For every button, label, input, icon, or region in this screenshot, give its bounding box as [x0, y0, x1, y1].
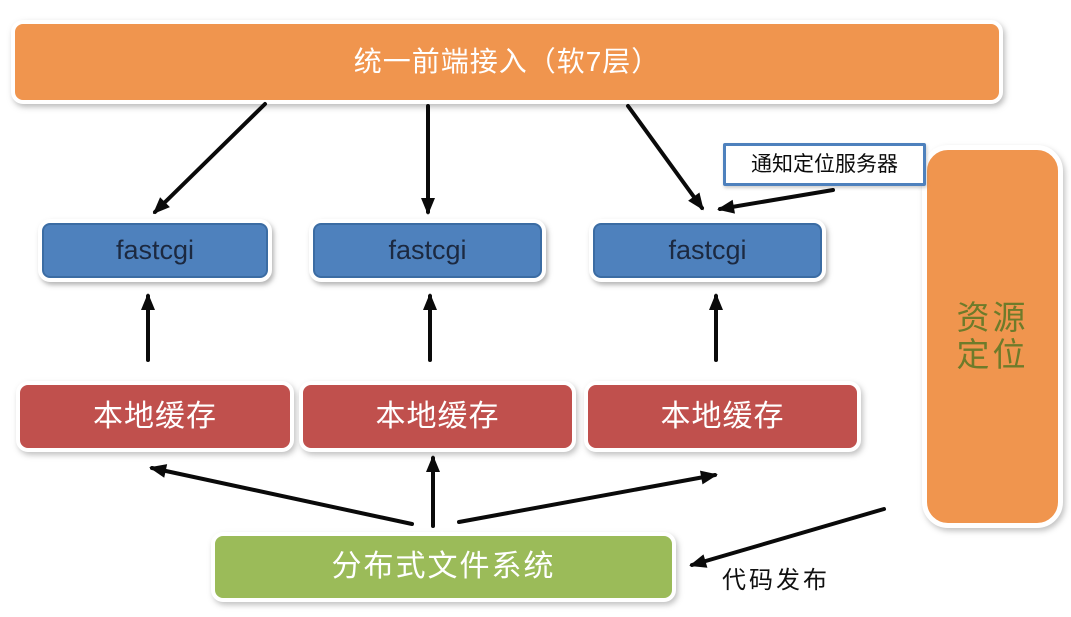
- unified-frontend-banner: 统一前端接入（软7层）: [11, 20, 1003, 104]
- arrow-callout-to-fastcgi3: [717, 188, 835, 214]
- arrow-code-release-to-dfs: [689, 507, 886, 568]
- fastcgi-node-2: fastcgi: [309, 219, 546, 282]
- unified-frontend-label: 统一前端接入（软7层）: [353, 46, 661, 77]
- local-cache-node-3: 本地缓存: [584, 381, 861, 452]
- fastcgi-node-3: fastcgi: [589, 219, 826, 282]
- arrow-dfs-to-cache3: [457, 470, 718, 524]
- local-cache-label-2: 本地缓存: [375, 400, 500, 433]
- arrow-banner-to-fastcgi1: [152, 102, 267, 215]
- code-release-label: 代码发布: [722, 567, 830, 594]
- distributed-file-system-label: 分布式文件系统: [331, 550, 556, 583]
- local-cache-label-1: 本地缓存: [93, 400, 217, 433]
- resource-locator-panel: 资源定位: [922, 145, 1063, 528]
- fastcgi-node-1: fastcgi: [38, 219, 272, 282]
- notify-locator-label: 通知定位服务器: [751, 153, 898, 176]
- resource-locator-label: 资源定位: [956, 298, 1029, 373]
- fastcgi-label-2: fastcgi: [388, 235, 467, 265]
- distributed-file-system-node: 分布式文件系统: [211, 532, 676, 602]
- notify-locator-callout: 通知定位服务器: [723, 143, 926, 186]
- local-cache-node-2: 本地缓存: [299, 381, 576, 452]
- local-cache-label-3: 本地缓存: [660, 400, 785, 433]
- fastcgi-label-1: fastcgi: [115, 235, 195, 265]
- fastcgi-label-3: fastcgi: [668, 235, 747, 265]
- arrow-dfs-to-cache1: [149, 464, 414, 526]
- local-cache-node-1: 本地缓存: [16, 381, 294, 452]
- arrow-banner-to-fastcgi3: [626, 104, 704, 211]
